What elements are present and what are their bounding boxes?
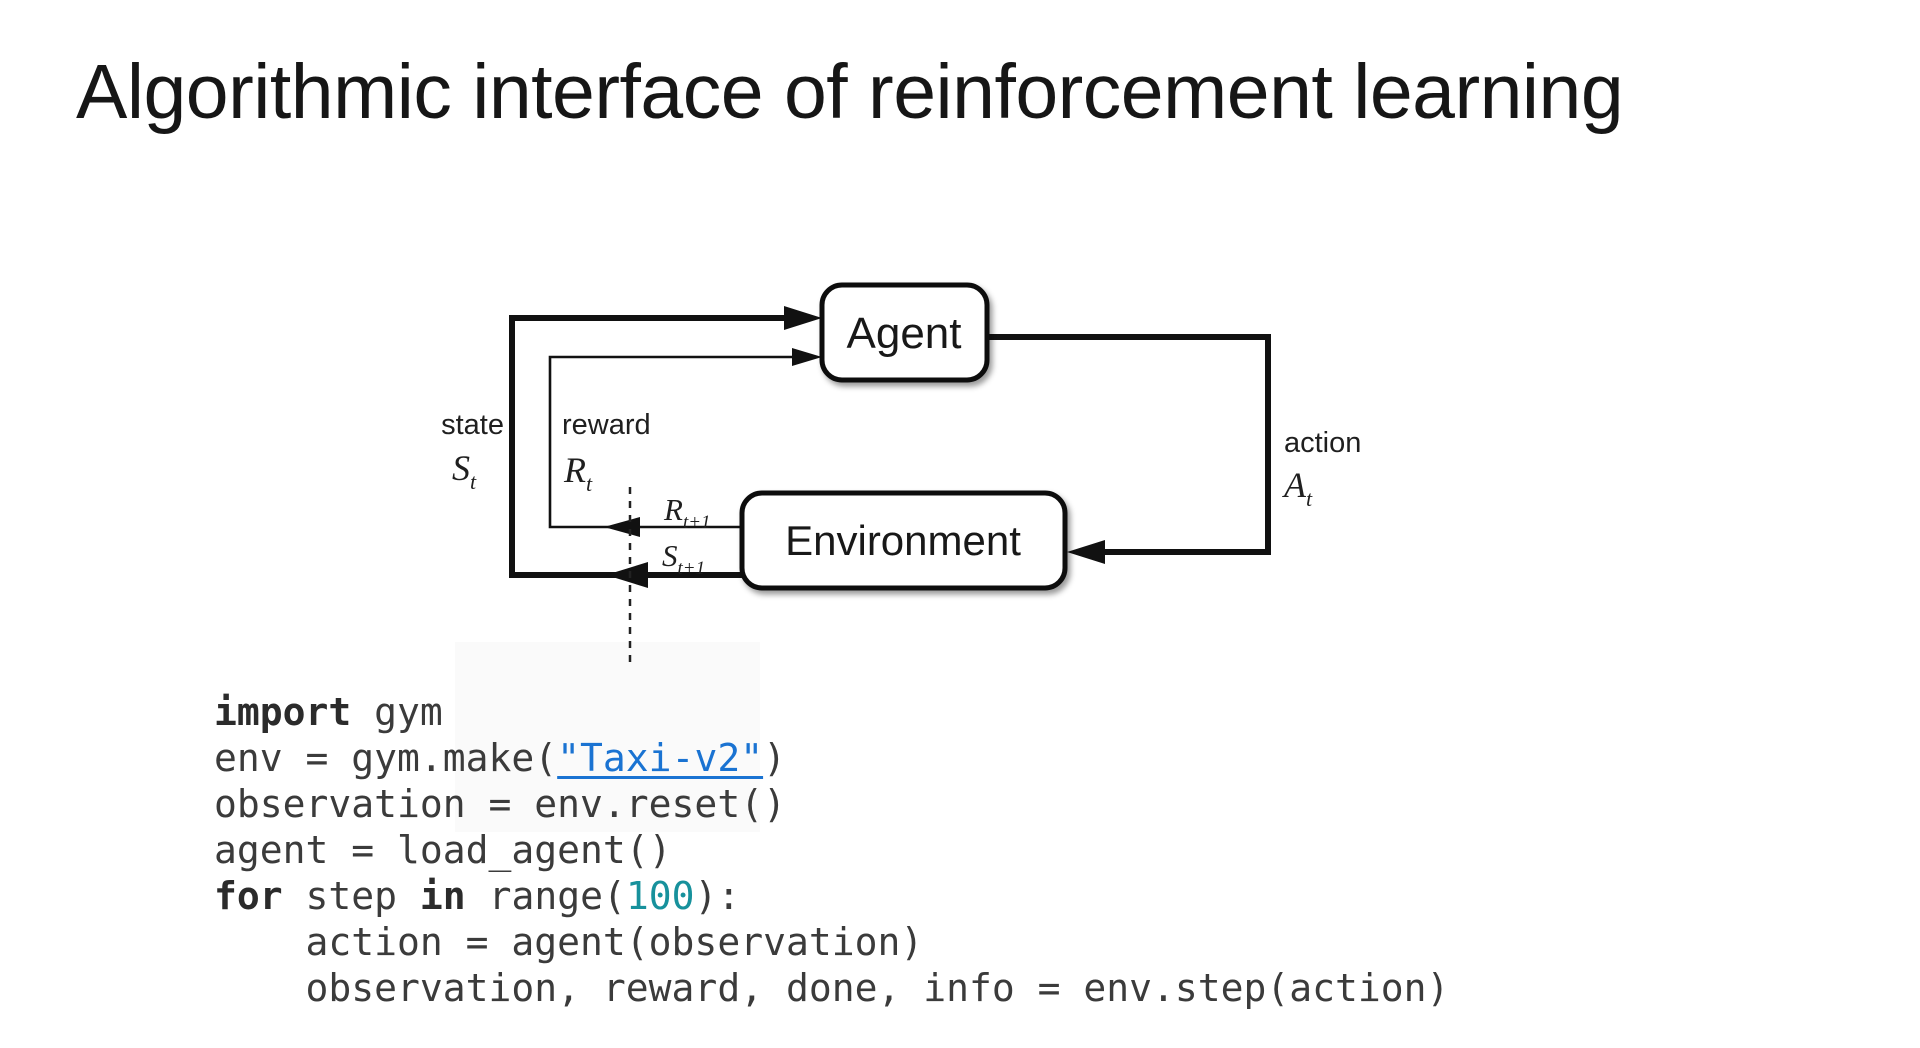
- code-token: ):: [694, 874, 741, 918]
- action-arrowhead-icon: [1067, 540, 1105, 564]
- state-arrowhead-icon: [784, 306, 822, 330]
- code-token: for: [214, 874, 283, 918]
- reward-arrowhead-icon: [792, 348, 822, 366]
- code-line: agent = load_agent(): [214, 827, 1449, 873]
- code-env-id-link[interactable]: "Taxi-v2": [557, 736, 764, 780]
- state-label: state: [441, 409, 504, 441]
- code-token: observation, reward, done, info = env.st…: [214, 966, 1450, 1010]
- code-token: gym: [351, 690, 443, 734]
- code-line: import gym: [214, 689, 1449, 735]
- code-token: action = agent(observation): [214, 920, 924, 964]
- next-state-symbol: St+1: [662, 538, 705, 579]
- next-state-arrowhead-icon: [606, 562, 648, 588]
- code-line: action = agent(observation): [214, 919, 1449, 965]
- code-line: observation = env.reset(): [214, 781, 1449, 827]
- next-reward-symbol: Rt+1: [663, 492, 711, 533]
- code-token: env = gym.make(: [214, 736, 558, 780]
- next-reward-arrowhead-icon: [604, 517, 640, 537]
- code-line: for step in range(100):: [214, 873, 1449, 919]
- code-line: env = gym.make("Taxi-v2"): [214, 735, 1449, 781]
- state-symbol: St: [452, 448, 477, 494]
- environment-box-label: Environment: [785, 517, 1021, 564]
- code-token: observation = env.reset(): [214, 782, 786, 826]
- code-token: range(: [465, 874, 626, 918]
- code-token: agent = load_agent(): [214, 828, 672, 872]
- code-line: observation, reward, done, info = env.st…: [214, 965, 1450, 1011]
- code-token: step: [282, 874, 420, 918]
- reward-symbol: Rt: [563, 450, 593, 496]
- action-label: action: [1284, 427, 1361, 459]
- code-token: ): [763, 736, 786, 780]
- agent-box: [819, 282, 990, 383]
- environment-box: [739, 490, 1068, 591]
- code-token: 100: [625, 874, 695, 918]
- rl-loop-diagram: Agent Environment state St reward Rt Rt+…: [441, 282, 1361, 668]
- code-token: import: [214, 690, 352, 734]
- action-symbol: At: [1282, 465, 1313, 511]
- agent-box-label: Agent: [847, 309, 962, 358]
- reward-label: reward: [562, 409, 651, 441]
- reward-arrow-line: [548, 355, 800, 529]
- action-arrow-line: [987, 334, 1271, 555]
- page-title: Algorithmic interface of reinforcement l…: [76, 49, 1624, 135]
- code-token: in: [419, 874, 466, 918]
